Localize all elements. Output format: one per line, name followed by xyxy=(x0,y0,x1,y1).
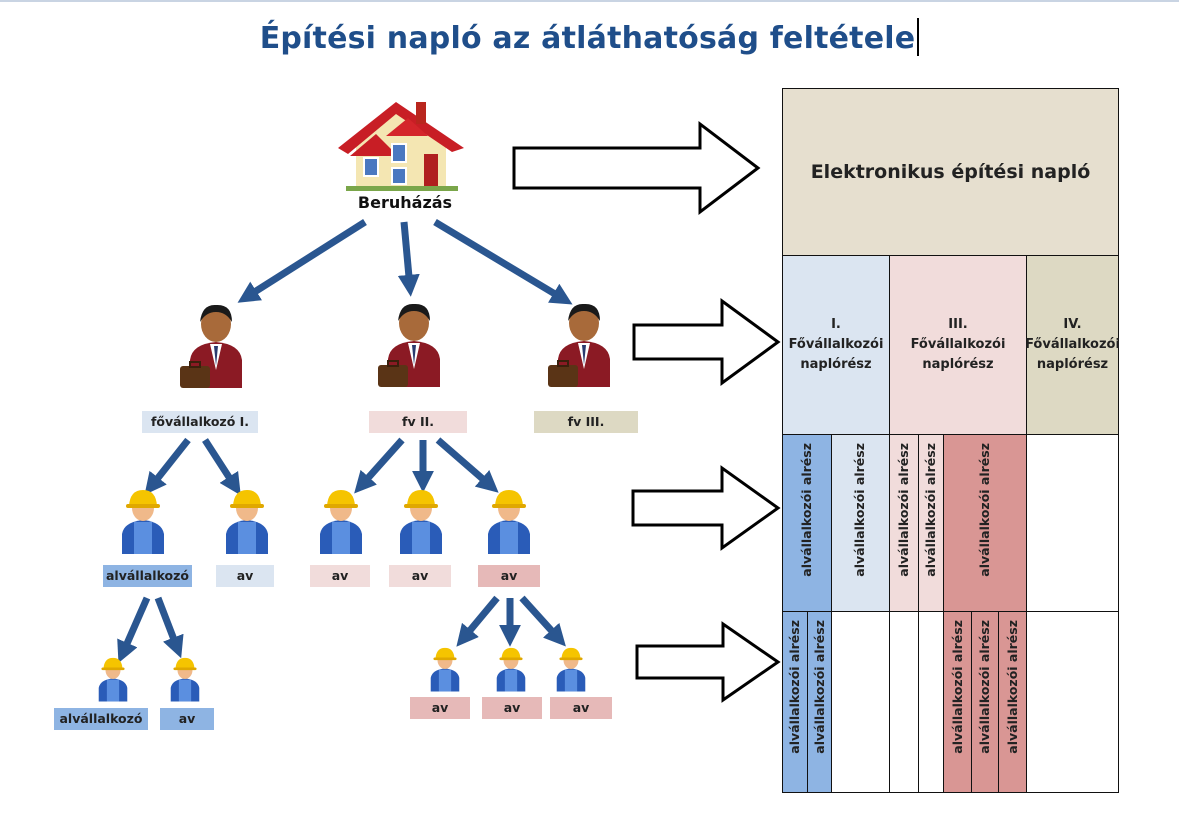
fv2-label: fv II. xyxy=(369,411,467,433)
arrow-root-to-fv3 xyxy=(433,218,573,305)
sub1-label: alvállalkozó xyxy=(103,565,192,587)
arrow-fv2-to-sub3 xyxy=(354,437,405,494)
sub-cell-r3-1-text: alvállalkozói alrész xyxy=(799,443,814,577)
worker-icon-l2e xyxy=(556,647,586,692)
top-border-line xyxy=(0,0,1179,2)
l2a-label: alvállalkozó xyxy=(54,708,148,730)
electronic-log-cell: Elektronikus építési napló xyxy=(782,88,1119,256)
root-label: Beruházás xyxy=(357,193,453,212)
fv3-label: fv III. xyxy=(534,411,638,433)
arrow-fv1-to-sub2 xyxy=(202,438,241,496)
sub-cell-r3-2-text: alvállalkozói alrész xyxy=(852,443,867,577)
sub-cell-r3-3-text: alvállalkozói alrész xyxy=(896,443,911,577)
sub-cell-r4-1-text: alvállalkozói alrész xyxy=(787,620,802,754)
empty-cell-r4-4 xyxy=(889,611,919,793)
sub5-label: av xyxy=(478,565,540,587)
arrow-sub1-to-l2b xyxy=(154,596,184,659)
block-arrow-4 xyxy=(635,621,781,703)
sub-cell-r4-1: alvállalkozói alrész xyxy=(782,611,808,793)
sub-cell-r3-4-text: alvállalkozói alrész xyxy=(923,443,938,577)
block-arrow-3 xyxy=(631,465,781,551)
worker-icon-sub4 xyxy=(400,490,442,554)
sub-cell-r4-6-text: alvállalkozói alrész xyxy=(950,620,965,754)
sub-cell-r4-2-text: alvállalkozói alrész xyxy=(812,620,827,754)
fv1-label: fővállalkozó I. xyxy=(142,411,258,433)
manager-icon-fv2 xyxy=(378,303,440,387)
sub-cell-r4-7-text: alvállalkozói alrész xyxy=(977,620,992,754)
sub-cell-r4-6: alvállalkozói alrész xyxy=(943,611,972,793)
section-1-cell: I. Fővállalkozói naplórész xyxy=(782,255,890,435)
sub-cell-r3-5-text: alvállalkozói alrész xyxy=(977,443,992,577)
section-4-cell: IV. Fővállalkozói naplórész xyxy=(1025,255,1120,435)
worker-icon-sub5 xyxy=(488,490,530,554)
empty-cell-r4-3 xyxy=(831,611,890,793)
l2d-label: av xyxy=(482,697,542,719)
house-icon xyxy=(338,102,464,191)
sub-cell-r3-3: alvállalkozói alrész xyxy=(889,434,919,612)
worker-icon-sub1 xyxy=(122,490,164,554)
l2e-label: av xyxy=(550,697,612,719)
arrow-sub5-to-l2e xyxy=(519,595,566,647)
text-cursor xyxy=(917,18,920,56)
worker-icon-l2d xyxy=(496,647,526,692)
section-3-cell: III. Fővállalkozói naplórész xyxy=(889,255,1027,435)
worker-icon-l2a xyxy=(98,657,128,702)
block-arrow-2 xyxy=(632,298,781,386)
worker-icon-sub3 xyxy=(320,490,362,554)
manager-icon-fv3 xyxy=(548,303,610,387)
manager-icon-fv1 xyxy=(180,304,242,388)
sub3-label: av xyxy=(310,565,370,587)
arrow-sub1-to-l2a xyxy=(117,596,151,664)
l2c-label: av xyxy=(410,697,470,719)
worker-icon-l2c xyxy=(430,647,460,692)
sub-cell-r4-8-text: alvállalkozói alrész xyxy=(1005,620,1020,754)
arrow-fv2-to-sub5 xyxy=(435,437,499,493)
sub-cell-r3-1: alvállalkozói alrész xyxy=(782,434,832,612)
worker-icon-l2b xyxy=(170,657,200,702)
sub-cell-r4-8: alvállalkozói alrész xyxy=(998,611,1027,793)
block-arrow-1 xyxy=(512,120,761,216)
empty-cell-r4-9 xyxy=(1026,611,1119,793)
sub-cell-r3-5: alvállalkozói alrész xyxy=(943,434,1027,612)
sub-cell-r3-2: alvállalkozói alrész xyxy=(831,434,890,612)
sub-cell-r3-4: alvállalkozói alrész xyxy=(918,434,944,612)
empty-cell-r3-6 xyxy=(1026,434,1119,612)
sub-cell-r4-7: alvállalkozói alrész xyxy=(971,611,999,793)
sub4-label: av xyxy=(389,565,451,587)
arrow-fv1-to-sub1 xyxy=(144,437,191,495)
arrow-root-to-fv1 xyxy=(237,219,367,303)
arrow-sub5-to-l2c xyxy=(456,595,500,647)
sub-cell-r4-2: alvállalkozói alrész xyxy=(807,611,832,793)
arrow-root-to-fv2 xyxy=(397,221,420,297)
empty-cell-r4-5 xyxy=(918,611,944,793)
page-title: Építési napló az átláthatóság feltétele xyxy=(0,18,1179,56)
l2b-label: av xyxy=(160,708,214,730)
sub2-label: av xyxy=(216,565,274,587)
worker-icon-sub2 xyxy=(226,490,268,554)
